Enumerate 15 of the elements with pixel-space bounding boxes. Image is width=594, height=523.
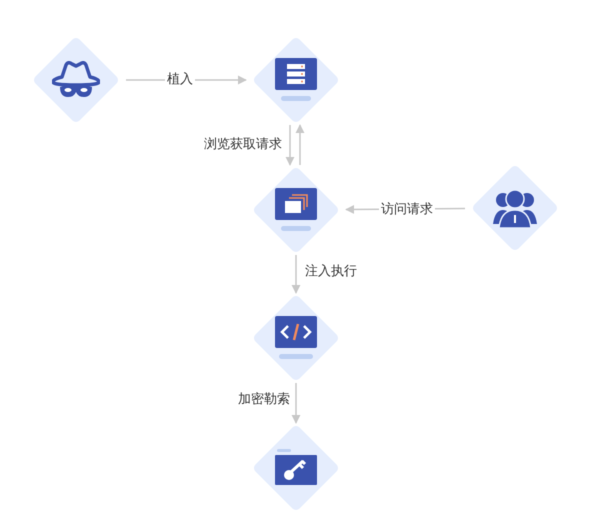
edge-label: 植入	[165, 72, 195, 88]
edge-label: 加密勒索	[236, 392, 292, 408]
arrow	[292, 383, 300, 424]
diamond-tile	[253, 425, 339, 511]
edge-label: 注入执行	[303, 264, 359, 280]
arrow	[296, 124, 304, 165]
diamond-tile	[472, 165, 558, 251]
arrow	[292, 255, 300, 294]
diamond-tile	[253, 37, 339, 123]
diamond-tile	[253, 295, 339, 381]
edge-label: 浏览获取请求	[202, 137, 284, 153]
diamond-tile	[253, 167, 339, 253]
edge-label: 访问请求	[379, 202, 435, 218]
diamond-tile	[33, 37, 119, 123]
arrow	[286, 125, 294, 166]
